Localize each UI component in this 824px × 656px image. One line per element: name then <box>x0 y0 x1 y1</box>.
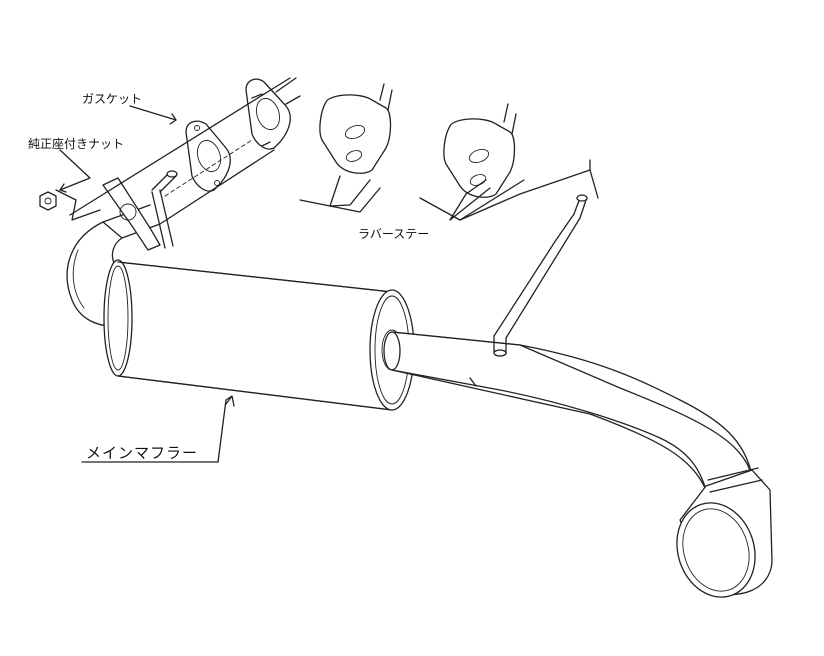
pipe-flange-part <box>245 77 301 150</box>
assembly-guides <box>69 77 291 225</box>
inlet-hanger-rod <box>151 170 178 249</box>
gasket-part <box>185 120 231 192</box>
tail-pipe <box>383 331 753 491</box>
rubber-stay-2 <box>443 103 517 198</box>
rubber-stay-1 <box>319 83 393 174</box>
tail-tip <box>676 467 773 598</box>
rubber-stay-label: ラバーステー <box>358 227 429 241</box>
tail-hanger-rod <box>493 194 588 357</box>
leader-lines <box>55 105 599 463</box>
nut-part <box>39 191 57 211</box>
main-muffler-label: メインマフラー <box>86 444 198 462</box>
inlet-flange <box>102 177 161 251</box>
muffler-body <box>103 259 415 411</box>
gasket-label: ガスケット <box>82 92 142 106</box>
nut-label: 純正座付きナット <box>28 136 124 151</box>
